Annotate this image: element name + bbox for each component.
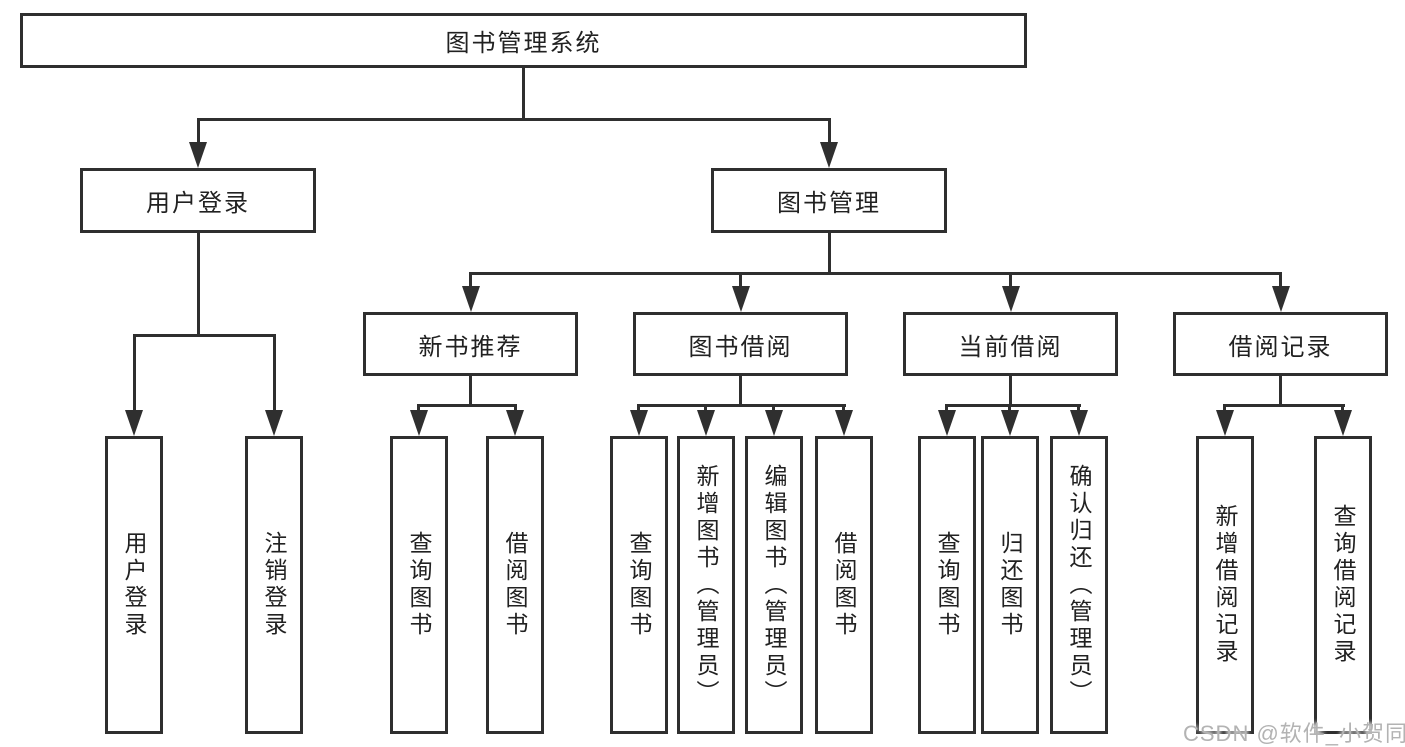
arrow-down-icon	[697, 410, 715, 436]
connector-line	[945, 404, 948, 414]
arrow-down-icon	[462, 286, 480, 312]
connector-line	[1341, 404, 1344, 414]
connector-line	[1223, 404, 1226, 414]
arrow-down-icon	[506, 410, 524, 436]
node-book-management: 图书管理	[711, 168, 947, 233]
connector-line	[1009, 376, 1012, 407]
node-new-book-recommendation: 新书推荐	[363, 312, 578, 376]
leaf-borrow-books: 借阅图书	[486, 436, 544, 734]
connector-line	[704, 404, 707, 414]
connector-line	[417, 404, 420, 414]
connector-line	[273, 334, 276, 414]
node-borrowing-records: 借阅记录	[1173, 312, 1388, 376]
connector-line	[197, 118, 831, 121]
connector-line	[133, 334, 136, 414]
connector-line	[469, 272, 472, 288]
arrow-down-icon	[1272, 286, 1290, 312]
connector-line	[842, 404, 845, 414]
node-user-login: 用户登录	[80, 168, 316, 233]
arrow-down-icon	[189, 142, 207, 168]
connector-line	[739, 272, 742, 288]
connector-line	[469, 376, 472, 407]
leaf-query-borrow-record: 查询借阅记录	[1314, 436, 1372, 734]
leaf-logout: 注销登录	[245, 436, 303, 734]
node-current-borrowing: 当前借阅	[903, 312, 1118, 376]
connector-line	[828, 118, 831, 145]
leaf-confirm-return-admin: 确认归还（管理员）	[1050, 436, 1108, 734]
connector-line	[772, 404, 775, 414]
leaf-user-login: 用户登录	[105, 436, 163, 734]
connector-line	[469, 272, 1282, 275]
leaf-add-borrow-record: 新增借阅记录	[1196, 436, 1254, 734]
arrow-down-icon	[820, 142, 838, 168]
connector-line	[1009, 272, 1012, 288]
connector-line	[945, 404, 1081, 407]
connector-line	[739, 376, 742, 407]
connector-line	[197, 118, 200, 145]
leaf-query-books: 查询图书	[390, 436, 448, 734]
connector-line	[1279, 272, 1282, 288]
arrow-down-icon	[938, 410, 956, 436]
watermark: CSDN @软件_小贺同学	[1183, 721, 1405, 746]
connector-line	[828, 233, 831, 275]
connector-line	[417, 404, 517, 407]
arrow-down-icon	[410, 410, 428, 436]
connector-line	[1008, 404, 1011, 414]
arrow-down-icon	[1216, 410, 1234, 436]
connector-line	[514, 404, 517, 414]
leaf-query-books: 查询图书	[610, 436, 668, 734]
arrow-down-icon	[1070, 410, 1088, 436]
leaf-add-books-admin: 新增图书（管理员）	[677, 436, 735, 734]
connector-line	[1279, 376, 1282, 407]
connector-line	[1223, 404, 1345, 407]
arrow-down-icon	[1001, 410, 1019, 436]
leaf-borrow-books: 借阅图书	[815, 436, 873, 734]
arrow-down-icon	[630, 410, 648, 436]
arrow-down-icon	[1002, 286, 1020, 312]
leaf-edit-books-admin: 编辑图书（管理员）	[745, 436, 803, 734]
arrow-down-icon	[265, 410, 283, 436]
arrow-down-icon	[835, 410, 853, 436]
connector-line	[637, 404, 640, 414]
connector-line	[1077, 404, 1080, 414]
arrow-down-icon	[765, 410, 783, 436]
leaf-query-books: 查询图书	[918, 436, 976, 734]
node-book-borrowing: 图书借阅	[633, 312, 848, 376]
node-library-management-system: 图书管理系统	[20, 13, 1027, 68]
arrow-down-icon	[125, 410, 143, 436]
leaf-return-books: 归还图书	[981, 436, 1039, 734]
arrow-down-icon	[732, 286, 750, 312]
connector-line	[522, 68, 525, 121]
arrow-down-icon	[1334, 410, 1352, 436]
connector-line	[637, 404, 846, 407]
connector-line	[133, 334, 276, 337]
connector-line	[197, 233, 200, 337]
